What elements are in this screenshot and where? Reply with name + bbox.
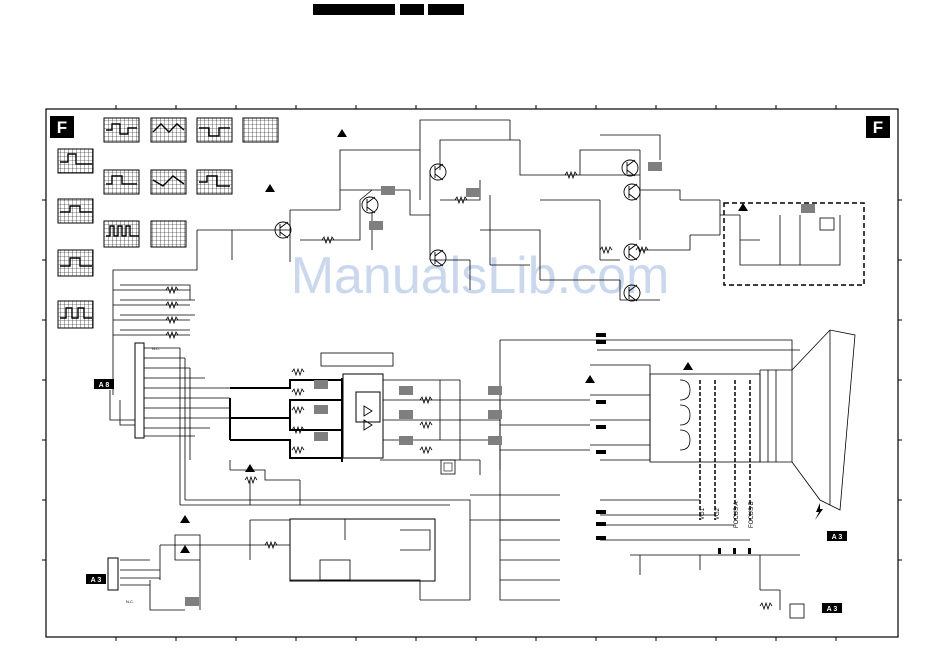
connector-a3-left-label: A 3 [91, 577, 102, 584]
watermark: ManualsLib.com [291, 247, 670, 305]
warning-triangle-icon [683, 362, 693, 370]
warning-triangle-icon [180, 545, 190, 553]
bottom-plug [790, 604, 804, 618]
oscilloscope-waveform [151, 118, 186, 142]
oscilloscope-waveform [243, 118, 278, 142]
transistor-symbol [364, 406, 372, 430]
resistors [166, 172, 772, 609]
warning-triangle-icon [585, 375, 595, 383]
tuner-box [441, 460, 455, 474]
warning-icons [180, 129, 823, 553]
panel-letter-left: F [57, 118, 67, 137]
oscilloscope-waveform [58, 301, 93, 328]
heater-plug [820, 218, 834, 230]
connector-pins [596, 333, 751, 554]
crt-label-vg2: VG2 [715, 507, 721, 520]
transistor-symbol [362, 197, 378, 213]
header-bar [400, 4, 424, 15]
transistor-symbol [622, 160, 638, 176]
warning-triangle-icon [738, 203, 748, 211]
panel-letter-right: F [873, 118, 883, 137]
lightning-icon [815, 503, 823, 520]
crt-label-vg1: VG1 [700, 507, 706, 520]
waveform-grids [58, 118, 278, 328]
oscilloscope-waveform [197, 118, 232, 142]
oscilloscope-waveform [58, 199, 93, 223]
connector-a3-bottom-label: A 3 [827, 606, 838, 613]
warning-triangle-icon [337, 129, 347, 137]
transistor-symbol [430, 164, 446, 180]
warning-triangle-icon [245, 464, 255, 472]
ic-box [321, 353, 393, 366]
warning-triangle-icon [265, 184, 275, 192]
connector-a8-label: A 8 [99, 382, 110, 389]
oscilloscope-waveform [58, 250, 93, 276]
nc-label-bottom: N.C. [126, 599, 134, 604]
warning-triangle-icon [180, 515, 190, 523]
crt-label-focus-a: FOCUS A [734, 502, 740, 528]
tuner-box-inner [444, 463, 452, 471]
header-bar [313, 4, 395, 15]
oscilloscope-waveform [151, 221, 186, 247]
nc-label-top: N.C. [152, 346, 160, 351]
header-bar [428, 4, 464, 15]
connector-a3-right-label: A 3 [832, 534, 843, 541]
transistor-symbol [624, 184, 640, 200]
crt-label-focus-b: FOCUS B [749, 501, 755, 528]
